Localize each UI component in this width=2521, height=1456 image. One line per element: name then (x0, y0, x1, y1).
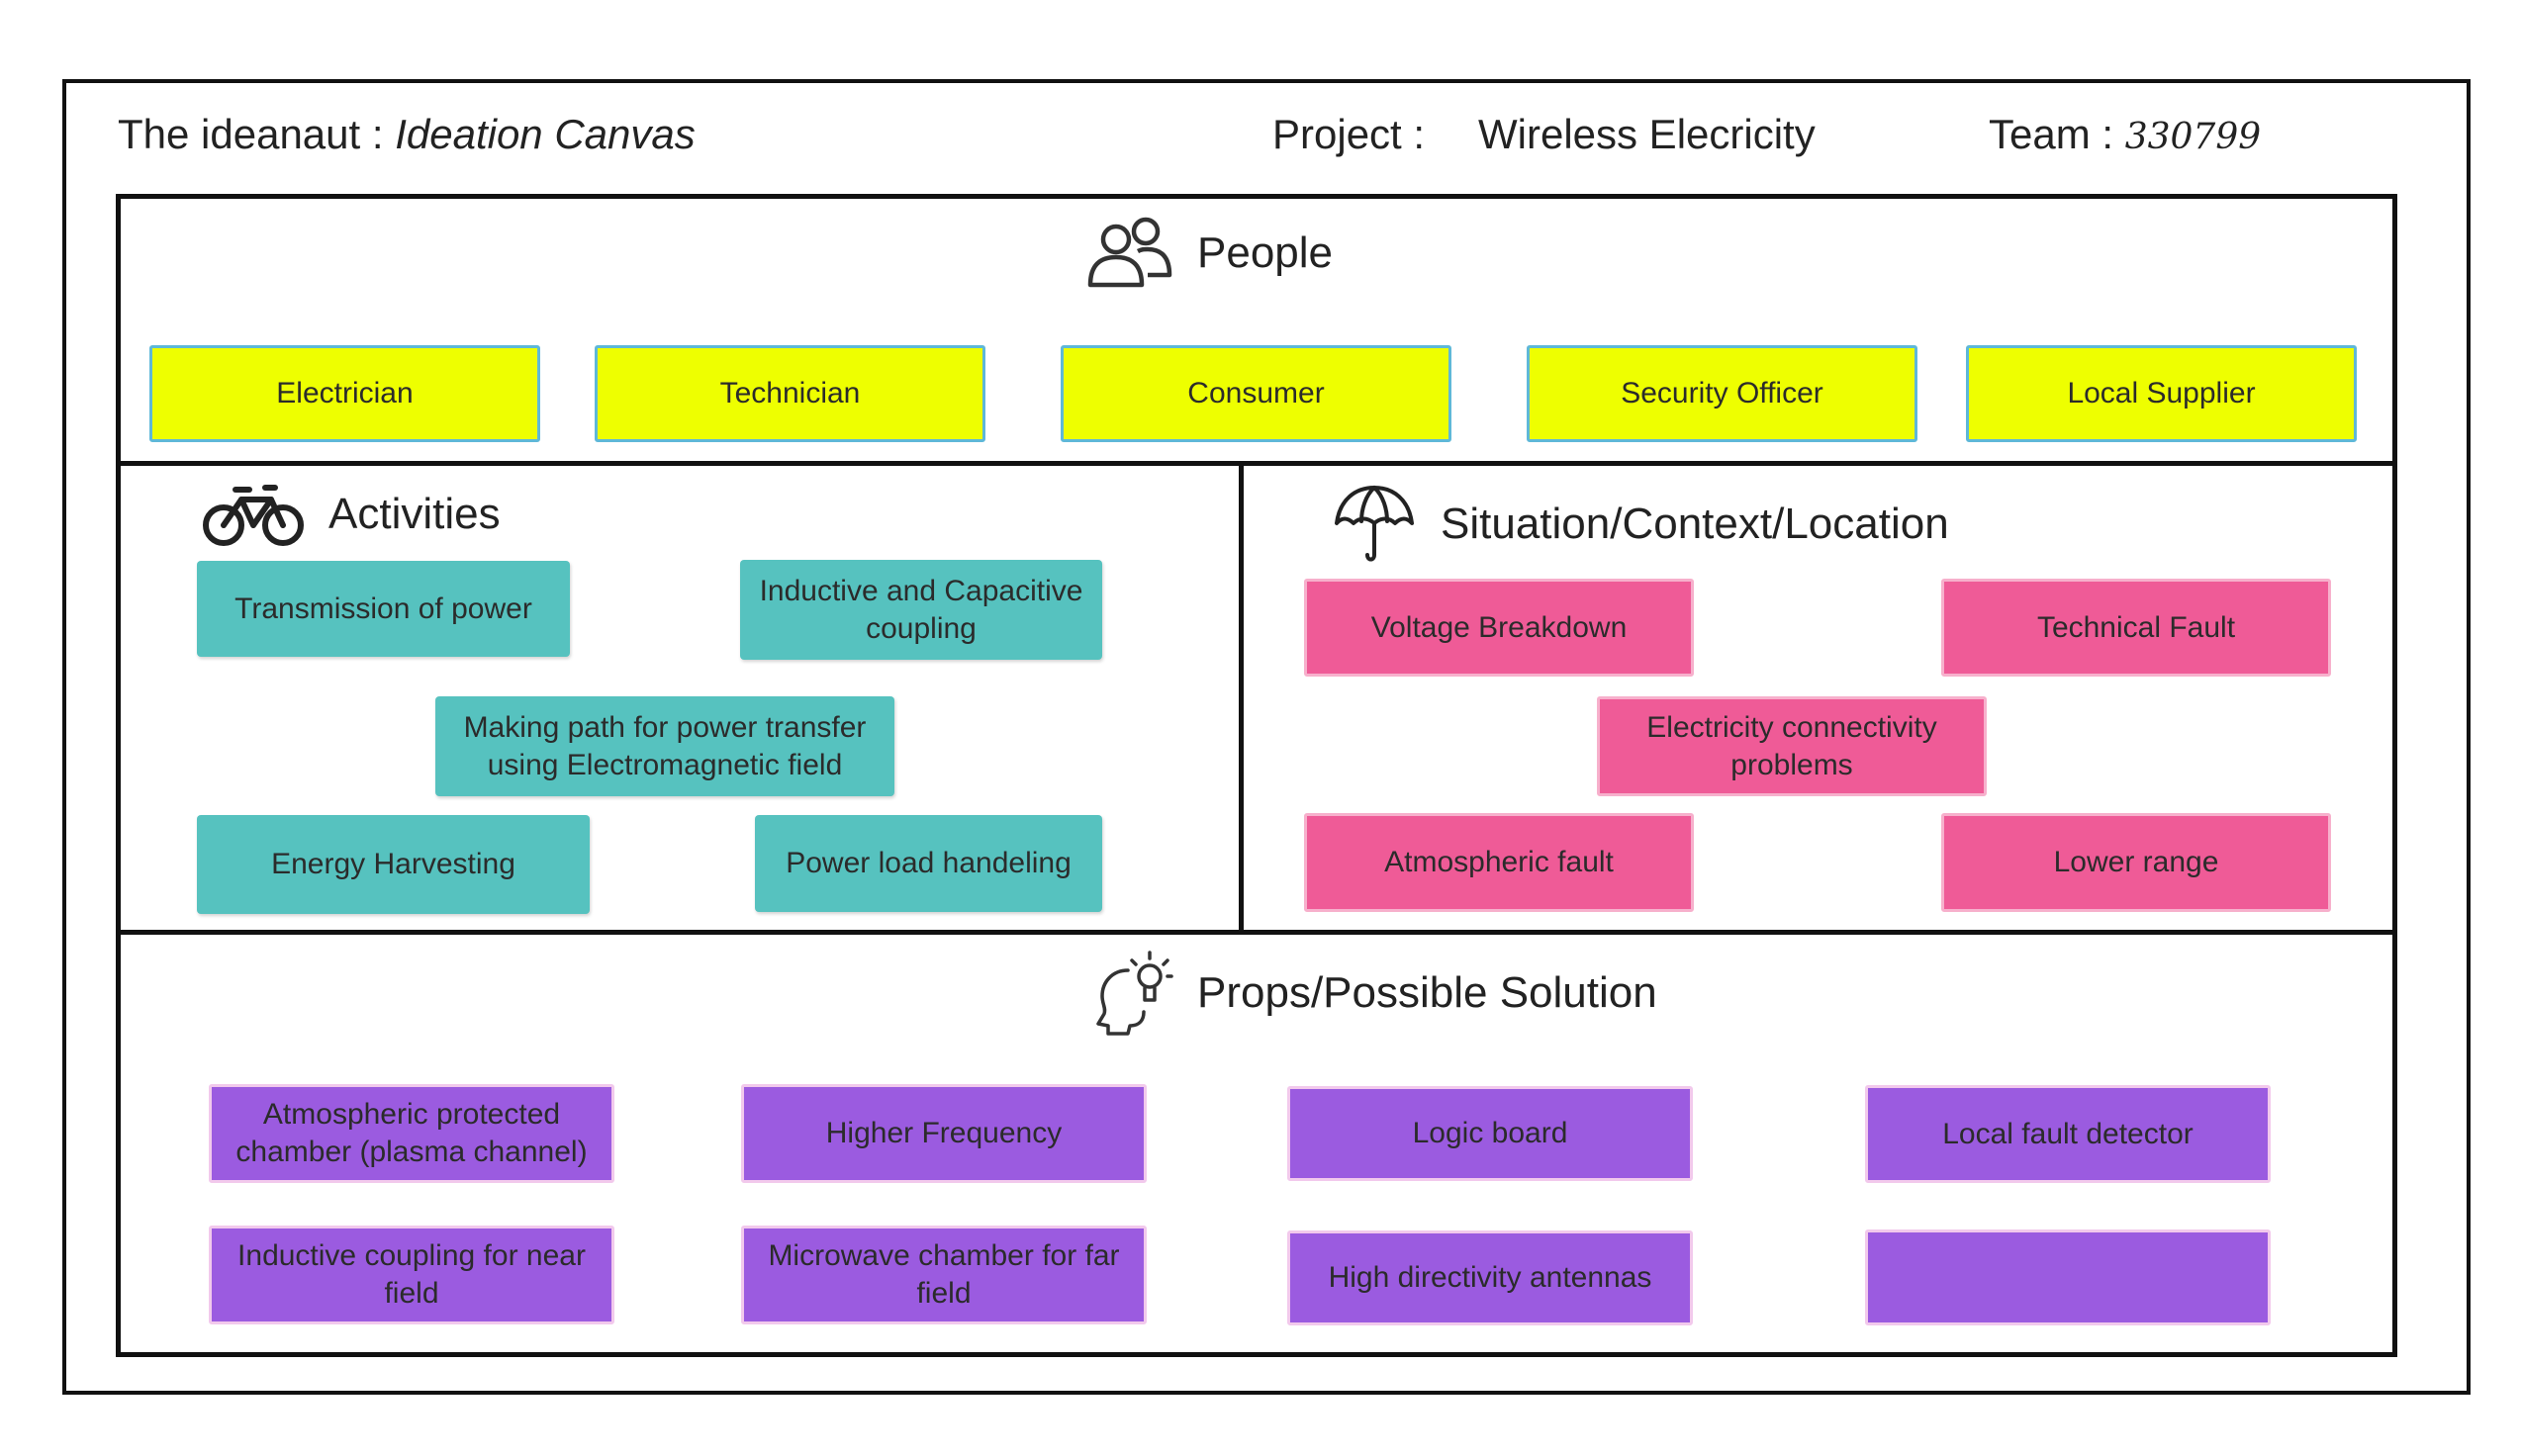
people-note[interactable]: Local Supplier (1966, 345, 2357, 442)
solution-note[interactable]: Local fault detector (1865, 1085, 2271, 1183)
head-lightbulb-icon (1096, 951, 1173, 1036)
people-title: People (1086, 216, 1333, 291)
canvas-name: Ideation Canvas (395, 111, 696, 157)
team-info: Team : 330799 (1989, 111, 2261, 158)
activity-note[interactable]: Power load handeling (755, 815, 1102, 912)
divider-activities-situation (1239, 461, 1244, 935)
situation-note[interactable]: Lower range (1941, 813, 2331, 912)
people-note[interactable]: Electrician (149, 345, 540, 442)
people-note[interactable]: Security Officer (1527, 345, 1917, 442)
canvas-frame (62, 79, 2471, 1395)
team-value: 330799 (2124, 117, 2262, 157)
props-title-text: Props/Possible Solution (1197, 968, 1657, 1017)
people-icon (1087, 217, 1172, 288)
activities-title: Activities (202, 477, 501, 552)
solution-note[interactable]: Logic board (1287, 1086, 1693, 1181)
solution-note[interactable]: High directivity antennas (1287, 1230, 1693, 1325)
divider-people (116, 461, 2397, 466)
umbrella-icon (1335, 486, 1414, 562)
activities-title-text: Activities (328, 490, 501, 538)
activity-note[interactable]: Transmission of power (197, 561, 570, 657)
situation-note[interactable]: Atmospheric fault (1304, 813, 1694, 912)
situation-title-text: Situation/Context/Location (1441, 500, 1949, 548)
project-label: Project : (1272, 111, 1426, 157)
bicycle-icon (203, 485, 304, 546)
people-title-text: People (1197, 228, 1334, 277)
situation-title: Situation/Context/Location (1332, 477, 1949, 572)
people-note[interactable]: Consumer (1061, 345, 1451, 442)
solution-note[interactable]: Higher Frequency (741, 1084, 1147, 1183)
project-value: Wireless Elecricity (1478, 111, 1816, 157)
solution-note[interactable]: Inductive coupling for near field (209, 1226, 614, 1324)
activity-note[interactable]: Energy Harvesting (197, 815, 590, 914)
team-label: Team : (1989, 111, 2125, 157)
solution-note[interactable] (1865, 1229, 2271, 1325)
activity-note[interactable]: Making path for power transfer using Ele… (435, 696, 894, 796)
situation-note[interactable]: Technical Fault (1941, 579, 2331, 677)
situation-note[interactable]: Voltage Breakdown (1304, 579, 1694, 677)
solution-note[interactable]: Atmospheric protected chamber (plasma ch… (209, 1084, 614, 1183)
solution-note[interactable]: Microwave chamber for far field (741, 1226, 1147, 1324)
divider-props (116, 930, 2397, 935)
canvas-title: The ideanaut : Ideation Canvas (118, 111, 696, 158)
props-title: Props/Possible Solution (1094, 948, 1657, 1039)
people-note[interactable]: Technician (595, 345, 985, 442)
activity-note[interactable]: Inductive and Capacitive coupling (740, 560, 1102, 660)
sections-frame (116, 194, 2397, 1357)
situation-note[interactable]: Electricity connectivity problems (1597, 696, 1987, 796)
app-name: The ideanaut : (118, 111, 396, 157)
